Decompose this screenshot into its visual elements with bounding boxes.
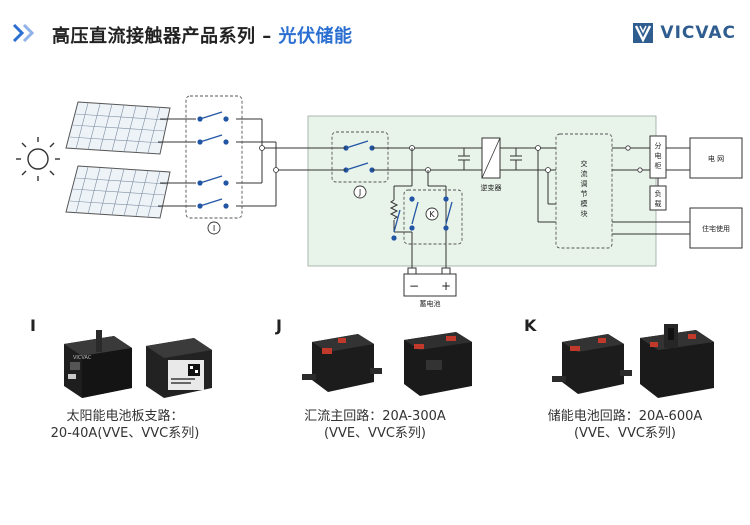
caption-line2-k: (VVE、VVC系列) <box>573 426 676 441</box>
switch-group-i <box>185 95 243 219</box>
product-group-k: K 储能电池回路：20A-600A (VVE、VVC系列) <box>500 316 750 476</box>
page-title: 高压直流接触器产品系列 – 光伏储能 <box>52 22 353 48</box>
contactor-j-small-photo <box>302 334 382 392</box>
title-main: 高压直流接触器产品系列 – <box>52 26 279 47</box>
load-label: 负载 <box>655 189 662 208</box>
grid-label: 电 网 <box>708 154 724 163</box>
distribution-cabinet-box <box>649 135 667 179</box>
group-letter-j: J <box>276 316 282 335</box>
switch-j-label: J <box>358 188 361 197</box>
svg-text:VICVAC: VICVAC <box>73 355 92 361</box>
precharge-resistor <box>389 199 399 220</box>
output-wires <box>612 147 690 235</box>
group-letter-k: K <box>524 316 537 335</box>
caption-line1-i: 太阳能电池板支路： <box>66 409 184 424</box>
distribution-label: 分电柜 <box>655 141 662 170</box>
inverter-label: 逆变器 <box>481 183 502 192</box>
brand-logo: VICVAC <box>632 22 736 44</box>
capacitor-right <box>510 148 522 170</box>
logo-text: VICVAC <box>660 23 736 43</box>
switch-group-j <box>331 131 389 183</box>
caption-line1-k: 储能电池回路：20A-600A <box>547 409 703 424</box>
battery-branch-wires <box>393 148 447 268</box>
battery-minus: − <box>409 279 419 293</box>
grid-box <box>689 137 743 179</box>
solar-panel-bottom <box>65 165 171 219</box>
switch-j-marker <box>353 185 367 199</box>
ac-module-box <box>555 133 613 249</box>
switch-k-label: K <box>429 210 435 219</box>
pv-storage-circuit-diagram: I J <box>16 95 743 308</box>
inverter-diagonal <box>481 137 501 179</box>
battery-plus: + <box>441 279 451 293</box>
sun-icon <box>16 137 60 181</box>
switch-group-k <box>403 189 463 245</box>
switch-i-marker <box>207 221 221 235</box>
product-group-i: I VICVAC 太阳能电池板支路： 20-40A(VVE、VVC系列) <box>0 316 250 476</box>
double-chevron-icon <box>12 24 35 42</box>
title-accent: 光伏储能 <box>278 26 353 47</box>
switch-k-contacts <box>391 196 453 241</box>
switch-i-label: I <box>213 224 215 233</box>
vicvac-logo-icon <box>633 23 654 43</box>
home-box <box>689 207 743 249</box>
switch-i-contacts <box>197 111 229 209</box>
panel-wires <box>158 118 336 207</box>
contactor-vve-photo: VICVAC <box>64 330 132 398</box>
contactor-k-small-photo <box>552 334 632 394</box>
caption-line2-i: 20-40A(VVE、VVC系列) <box>50 426 200 441</box>
contactor-vvc-photo <box>146 338 212 398</box>
ac-module-label: 交流调节模块 <box>581 159 588 218</box>
capacitor-left <box>458 148 470 170</box>
caption-line1-j: 汇流主回路：20A-300A <box>304 409 446 424</box>
header: 高压直流接触器产品系列 – 光伏储能 VICVAC <box>0 0 750 62</box>
home-label: 住宅使用 <box>702 224 730 233</box>
switch-k-marker <box>425 207 439 221</box>
battery-box <box>403 273 457 297</box>
solar-panel-top <box>65 101 171 155</box>
load-box <box>649 185 667 211</box>
contactor-j-large-photo <box>404 332 472 396</box>
battery-label: 蓄电池 <box>420 299 441 308</box>
caption-line2-j: (VVE、VVC系列) <box>323 426 426 441</box>
group-letter-i: I <box>30 316 36 335</box>
product-row: I VICVAC 太阳能电池板支路： 20-40A(VVE、VVC系列) <box>0 316 750 476</box>
product-group-j: J 汇流主回路：20A-300A (VVE、VVC系列) <box>250 316 500 476</box>
contactor-k-large-photo <box>640 324 714 398</box>
